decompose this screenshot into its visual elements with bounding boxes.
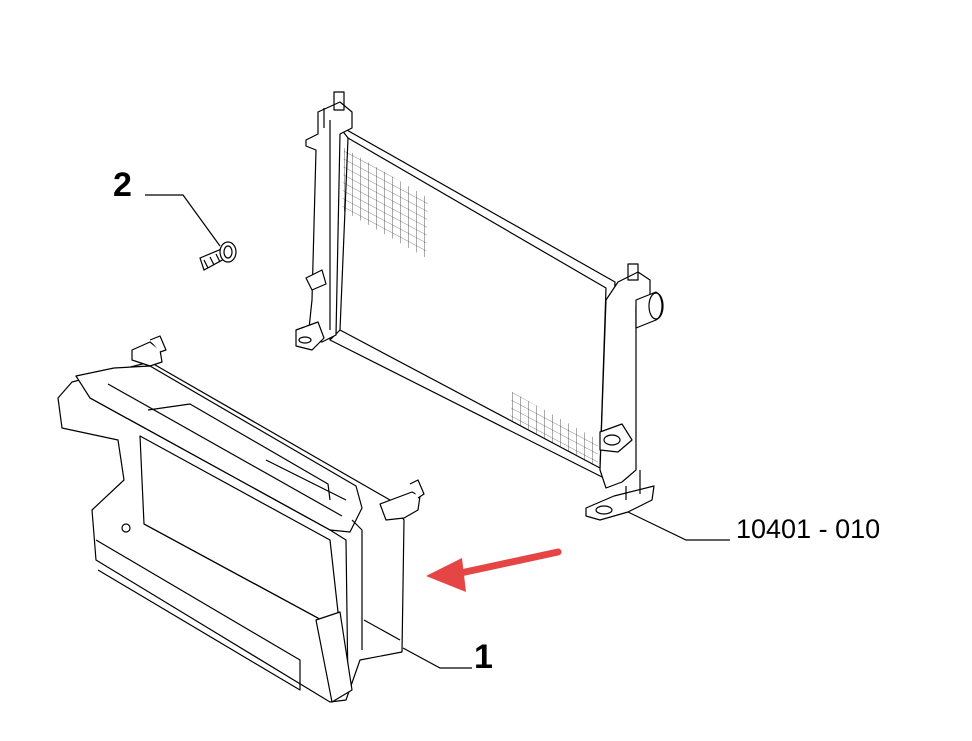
callout-1: 1: [474, 638, 493, 676]
leader-line-ref: [627, 511, 730, 541]
leader-line-2: [145, 194, 221, 247]
bolt: [199, 241, 237, 271]
callout-2: 2: [113, 166, 132, 204]
leader-lines: [145, 194, 730, 669]
radiator-fin-mesh-top: [342, 148, 428, 258]
highlight-arrow: [426, 548, 562, 592]
fan-shroud: [57, 335, 425, 703]
leader-line-1: [402, 647, 472, 669]
radiator-right-foot: [585, 485, 655, 521]
assembly-reference: 10401 - 010: [736, 514, 881, 544]
radiator: [295, 91, 664, 521]
radiator-left-foot: [295, 321, 325, 351]
radiator-fin-mesh-bottom: [510, 392, 598, 468]
